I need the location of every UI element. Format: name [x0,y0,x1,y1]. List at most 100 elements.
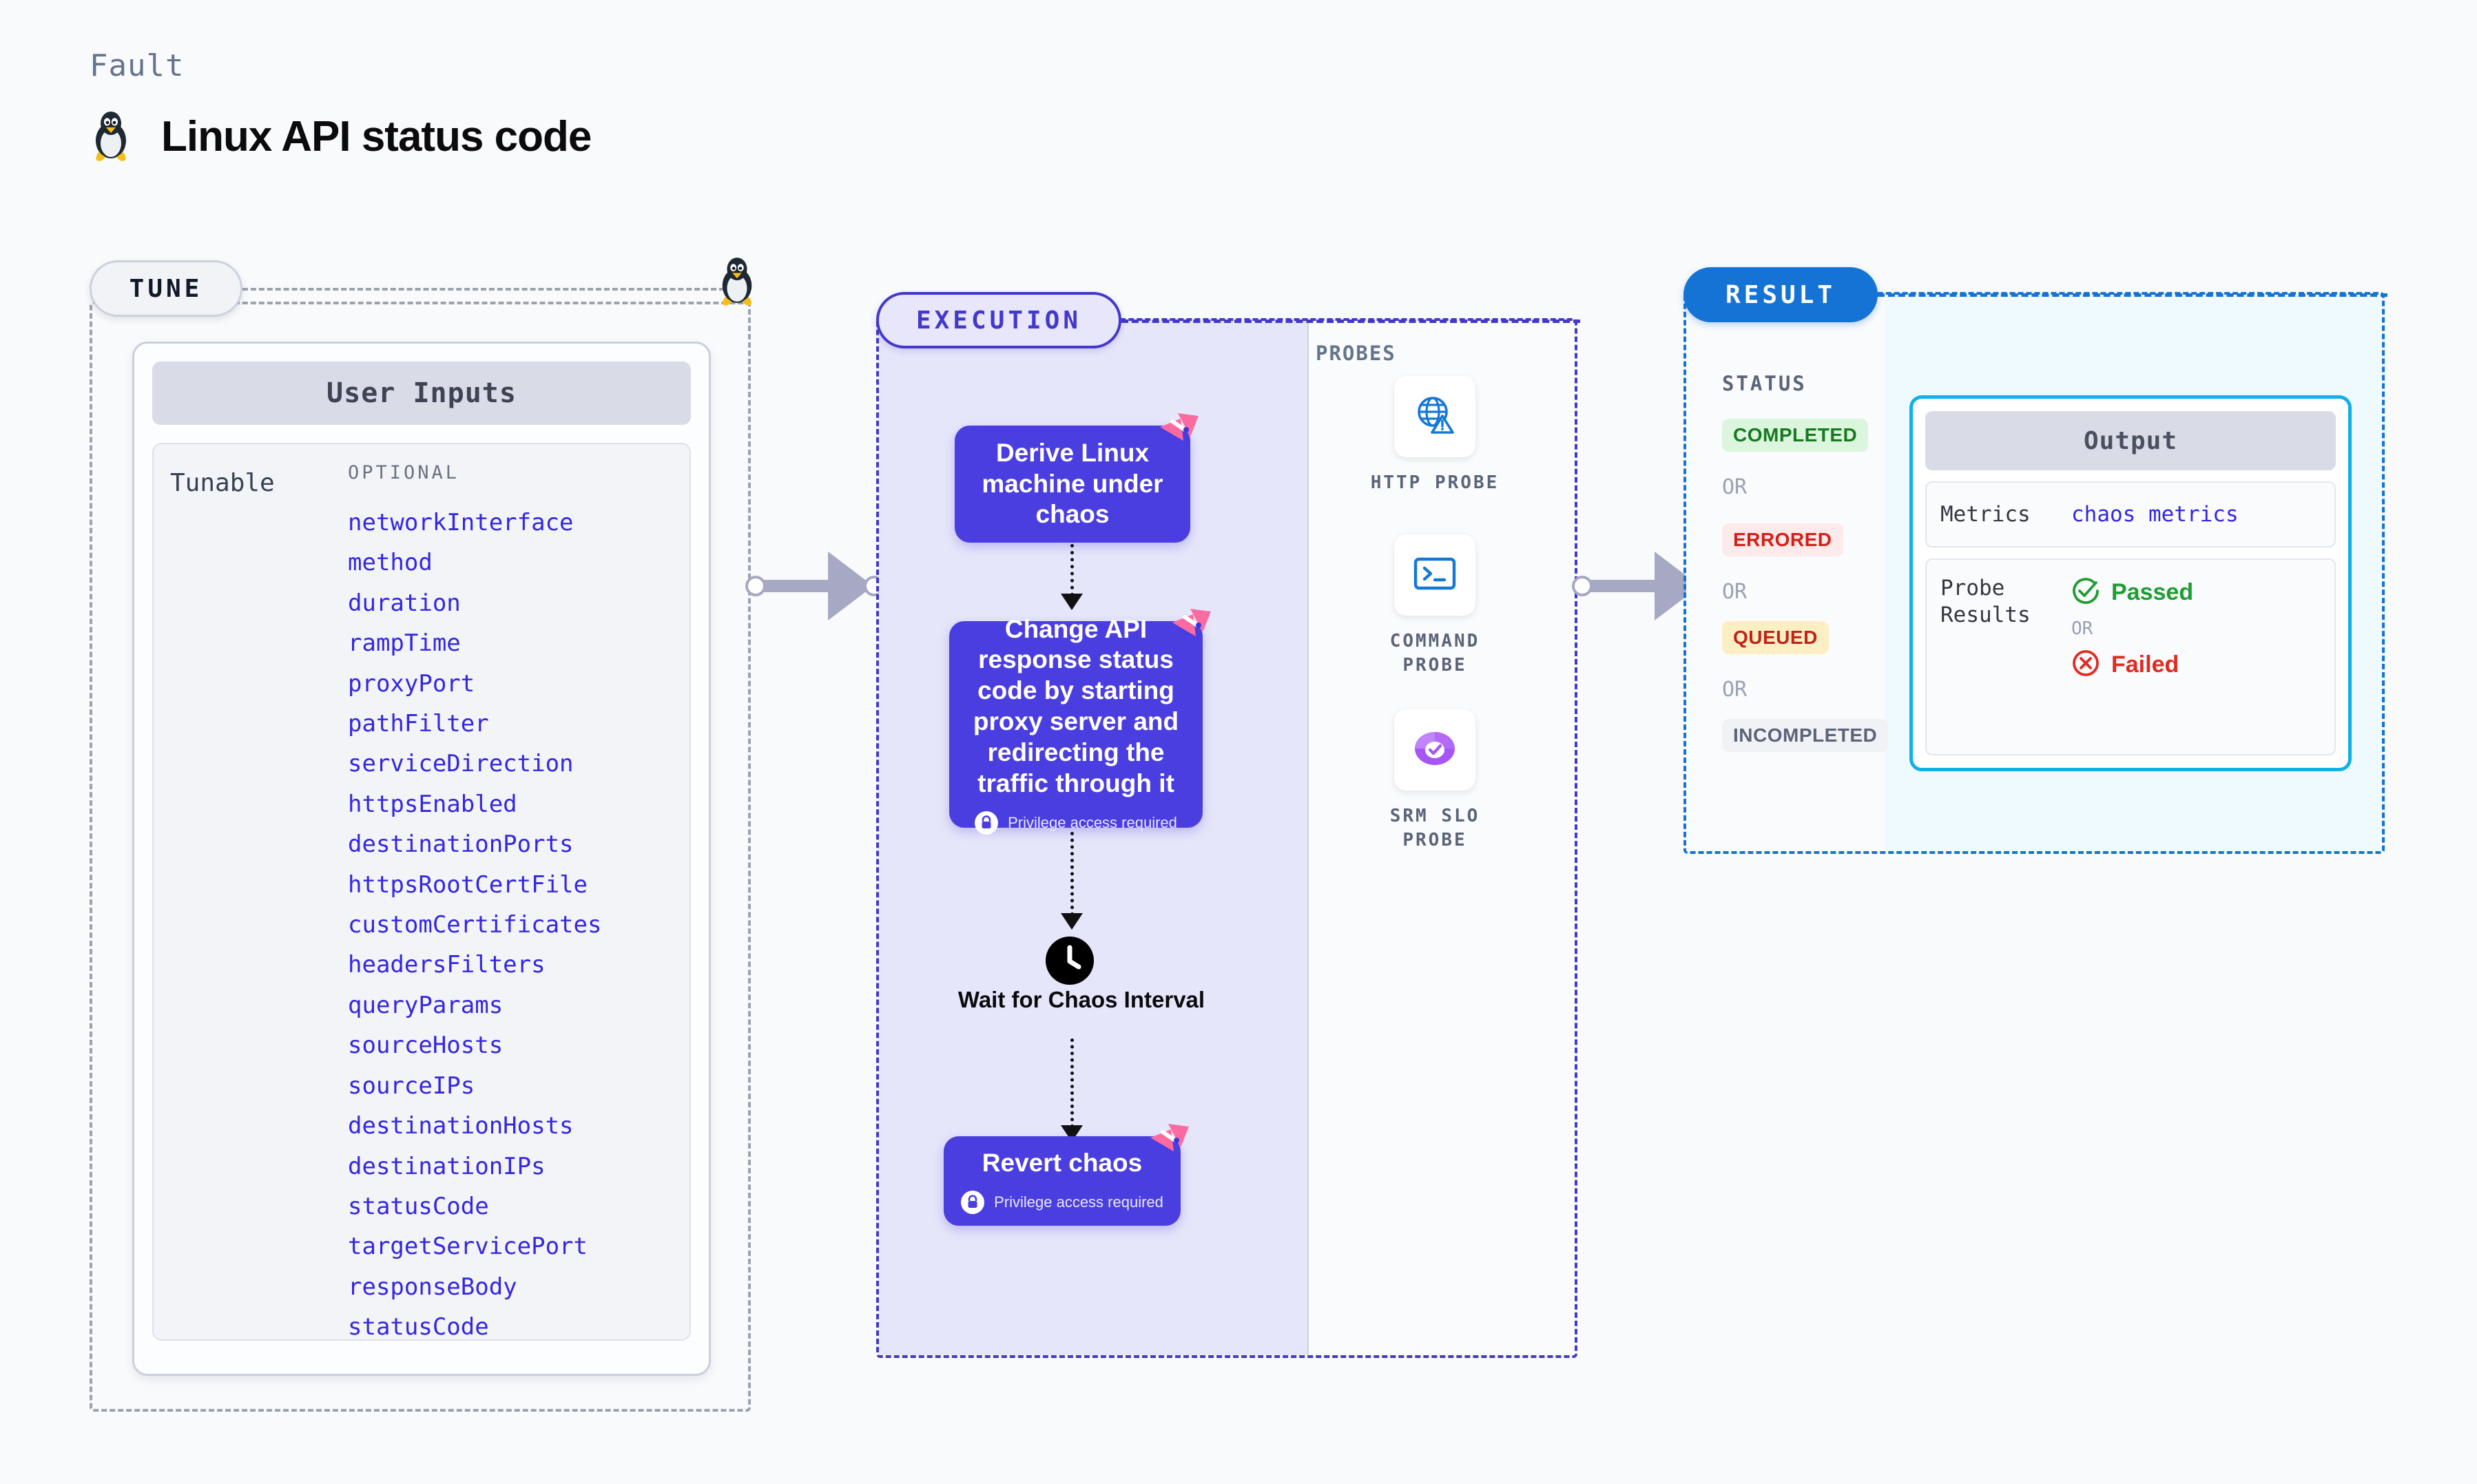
probe-label: HTTP PROBE [1370,472,1500,493]
param-item[interactable]: pathFilter [348,710,489,738]
arrow-head [1061,594,1083,610]
param-item[interactable]: statusCode [348,1313,489,1341]
terminal-icon [1413,554,1457,596]
probe-label: COMMAND PROBE [1389,631,1480,676]
status-badge-errored: ERRORED [1722,523,1843,556]
param-item[interactable]: destinationHosts [348,1112,574,1140]
chaos-ribbon-icon [1157,412,1201,455]
param-item[interactable]: duration [348,589,461,617]
slo-donut-check-icon [1412,727,1458,773]
param-item[interactable]: responseBody [348,1273,517,1301]
param-item[interactable]: networkInterface [348,509,574,536]
param-item[interactable]: serviceDirection [348,750,574,778]
failed-label: Failed [2111,651,2179,678]
probe-card[interactable] [1394,376,1475,457]
param-item[interactable]: proxyPort [348,669,475,698]
optional-label: OPTIONAL [348,462,460,483]
or-separator: OR [1722,475,1748,499]
tunable-panel: Tunable OPTIONAL networkInterface method… [152,443,691,1341]
metrics-key: Metrics [1940,501,2031,527]
lock-icon [975,811,999,835]
or-separator: OR [2071,618,2093,639]
probe-results-values: Passed OR Failed [2071,575,2193,681]
privilege-text: Privilege access required [1008,814,1177,832]
probe-card[interactable] [1394,534,1475,616]
probe-result-passed: Passed [2071,576,2193,609]
flow-node-label: Change API response status code by start… [973,614,1179,797]
probe-http[interactable]: HTTP PROBE [1356,376,1514,495]
probe-card[interactable] [1394,709,1475,791]
flow-node-revert-chaos[interactable]: Revert chaos Privilege access required [944,1124,1189,1226]
param-item[interactable]: method [348,549,433,577]
probe-results-key: Probe Results [1940,576,2031,627]
chaos-ribbon-icon [1170,607,1214,651]
param-item[interactable]: destinationPorts [348,830,574,859]
or-separator: OR [1722,580,1748,604]
or-separator: OR [1722,678,1748,702]
status-label: STATUS [1722,372,1807,395]
param-item[interactable]: targetServicePort [348,1233,588,1261]
metrics-value[interactable]: chaos metrics [2071,502,2239,527]
flow-node-label: Derive Linux machine under chaos [982,438,1163,529]
execution-badge[interactable]: EXECUTION [876,292,1121,348]
param-item[interactable]: sourceHosts [348,1032,504,1060]
connector-start-dot [1572,576,1593,596]
chaos-ribbon-icon [1148,1122,1192,1166]
tune-badge[interactable]: TUNE [90,260,242,317]
lock-icon [961,1191,985,1215]
fault-kicker: Fault [90,48,185,83]
page-title-row: Linux API status code [90,110,592,163]
execution-connector-line [1121,320,1580,323]
probe-command[interactable]: COMMAND PROBE [1356,534,1514,678]
clock-icon [1046,937,1094,988]
privilege-badge: Privilege access required [961,1191,1163,1215]
output-card: Output Metrics chaos metrics Probe Resul… [1909,395,2352,771]
param-item[interactable]: sourceIPs [348,1072,475,1100]
arrow-head [1061,913,1083,930]
status-badge-completed: COMPLETED [1722,419,1869,452]
connector-tune-to-execution [745,552,884,620]
param-item[interactable]: rampTime [348,629,461,658]
user-inputs-card: User Inputs Tunable OPTIONAL networkInte… [132,342,711,1376]
result-status-column [1686,295,1885,851]
connector-start-dot [745,576,766,596]
output-title: Output [1925,411,2336,470]
result-connector-line [1878,293,2387,297]
param-item[interactable]: customCertificates [348,911,602,939]
flow-arrow-3 [1061,1038,1083,1149]
status-badge-incompleted: INCOMPLETED [1722,719,1889,752]
user-inputs-title: User Inputs [152,362,691,425]
flow-arrow-2 [1061,832,1083,935]
globe-warning-icon [1412,393,1458,441]
privilege-badge: Privilege access required [975,811,1177,835]
wait-for-chaos-interval-label: Wait for Chaos Interval [957,987,1205,1012]
probe-result-failed: Failed [2071,649,2193,681]
privilege-text: Privilege access required [994,1193,1163,1211]
param-item[interactable]: headersFilters [348,951,546,979]
param-item[interactable]: statusCode [348,1192,489,1220]
flow-node-label: Revert chaos [982,1148,1143,1177]
flow-node-change-status-code[interactable]: Change API response status code by start… [949,609,1211,835]
status-badge-queued: QUEUED [1722,621,1829,654]
param-item[interactable]: queryParams [348,991,504,1019]
arrow-line [1070,1038,1074,1128]
check-circle-icon [2071,576,2100,609]
probe-srm-slo[interactable]: SRM SLO PROBE [1356,709,1514,853]
tunable-label: Tunable [170,469,275,497]
tunable-param-list: OPTIONAL networkInterface method duratio… [348,462,683,1341]
passed-label: Passed [2111,579,2194,605]
linux-tux-icon [90,110,132,163]
x-circle-icon [2071,649,2100,681]
param-item[interactable]: httpsEnabled [348,790,517,818]
tune-connector-line [242,288,725,291]
output-probe-results-row: Probe Results Passed OR [1925,558,2336,755]
param-item[interactable]: httpsRootCertFile [348,870,588,899]
linux-tux-icon [716,256,758,311]
param-item[interactable]: destinationIPs [348,1152,546,1180]
page-title: Linux API status code [161,112,592,160]
flow-node-derive-machine[interactable]: Derive Linux machine under chaos [955,413,1199,543]
probe-label: SRM SLO PROBE [1389,806,1480,851]
arrow-line [1070,544,1074,596]
result-badge[interactable]: RESULT [1683,267,1878,322]
